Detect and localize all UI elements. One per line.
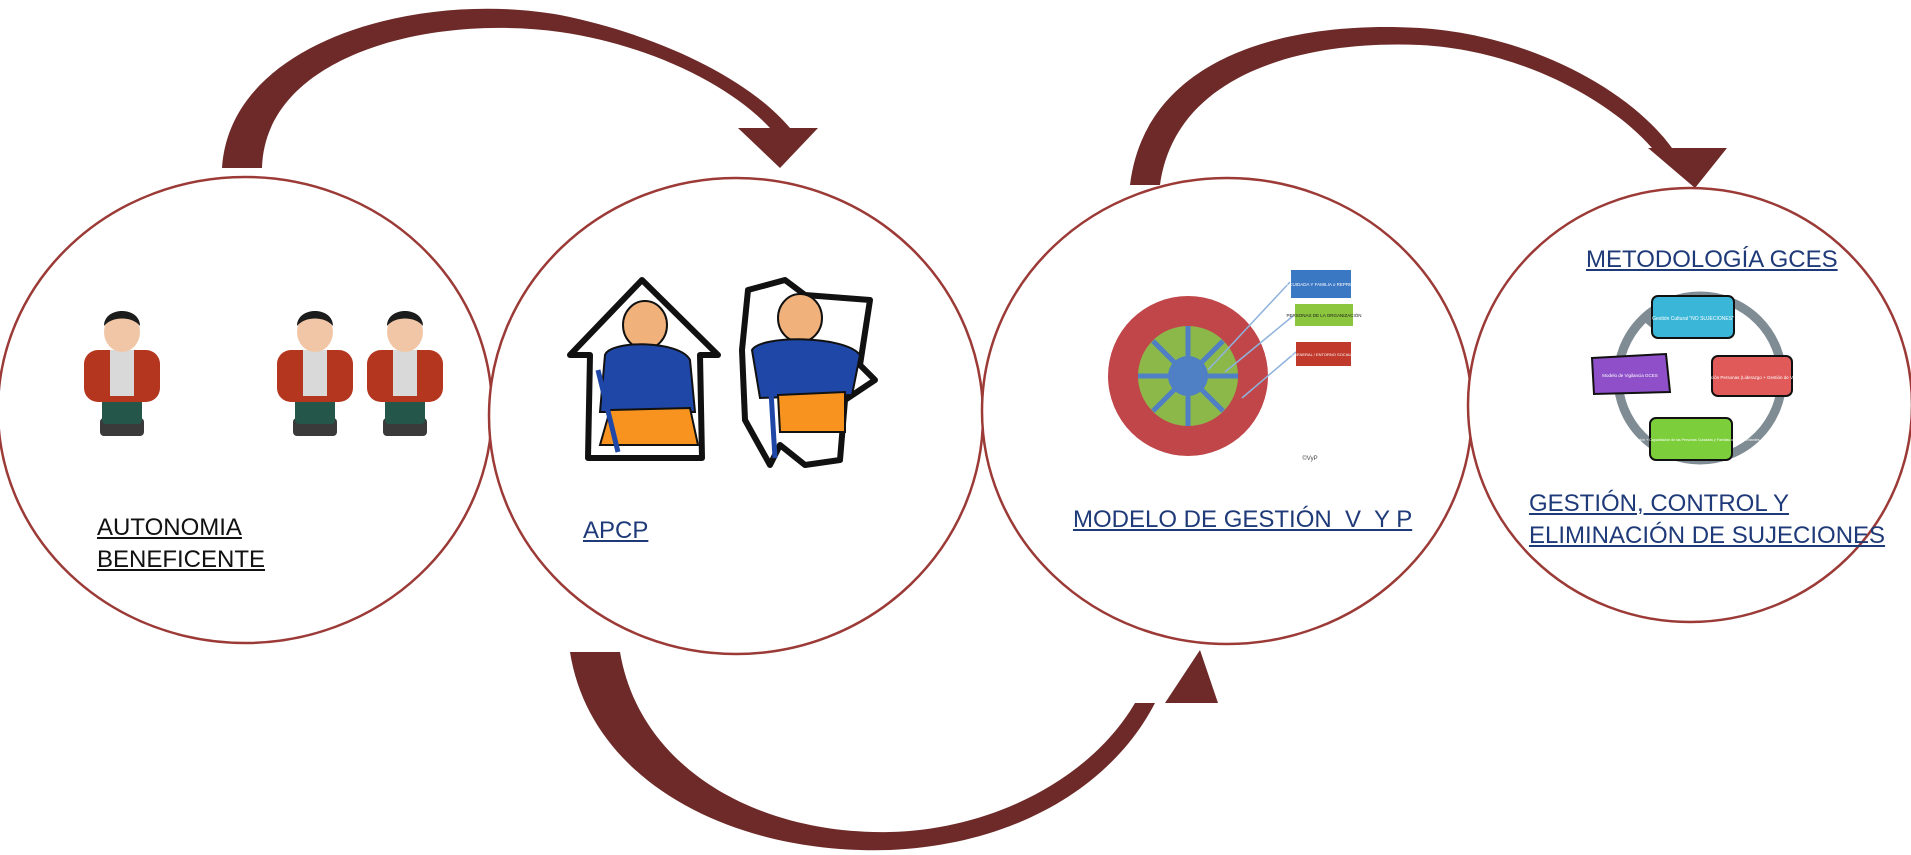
model-footnote: ©VyP — [1302, 455, 1317, 462]
gces-cycle-diagram: Gestión Cultural "NO SUJECIONES" Motivac… — [1590, 291, 1807, 465]
gces-step-motivacion — [1711, 355, 1793, 397]
elderly-man-house-icon — [567, 277, 878, 468]
model-box-persona-cuidada-text: PERSONA CUIDADA Y FAMILIA o REPRESENTANT… — [1266, 282, 1376, 287]
link-metodologia-gces[interactable]: METODOLOGÍA GCES — [1586, 246, 1838, 273]
link-modelo-gestion[interactable]: MODELO DE GESTIÓN V Y P — [1073, 506, 1413, 533]
gces-step-vigilancia-text: Modelo de Vigilancia GCES — [1602, 373, 1657, 378]
gces-step-vigilancia — [1590, 352, 1672, 396]
link-gestion-control-line-2: ELIMINACIÓN DE SUJECIONES — [1529, 522, 1886, 549]
management-model-diagram: PERSONA CUIDADA Y FAMILIA o REPRESENTANT… — [1108, 270, 1381, 462]
label-autonomia-line-2: BENEFICENTE — [97, 546, 266, 573]
gces-step-gestion-cultural — [1651, 295, 1735, 339]
flow-arrow-3-to-4 — [1130, 27, 1727, 188]
circle-gces — [1466, 186, 1911, 624]
link-gestion-control[interactable]: GESTIÓN, CONTROL Y ELIMINACIÓN DE SUJECI… — [1529, 488, 1885, 552]
gces-step-motivacion-text: Motivación Personas (Liderazgo + Gestión… — [1698, 375, 1807, 380]
link-gestion-control-line-1: GESTIÓN, CONTROL Y — [1529, 490, 1790, 517]
model-box-sociedad-text: SOCIEDAD EN GENERAL / ENTORNO SOCIAL Y C… — [1265, 352, 1381, 357]
model-box-personas-organizacion — [1295, 304, 1353, 326]
three-figurine-people-icon — [84, 311, 443, 436]
link-apcp[interactable]: APCP — [583, 517, 649, 544]
circle-apcp — [487, 176, 985, 656]
person-figurine-icon — [84, 311, 160, 436]
gces-step-comunicacion — [1649, 417, 1733, 461]
person-figurine-icon — [367, 311, 443, 436]
gces-step-gestion-cultural-text: Gestión Cultural "NO SUJECIONES" — [1652, 316, 1734, 322]
flow-arrow-2-to-3 — [570, 650, 1218, 851]
label-autonomia: AUTONOMIA BENEFICENTE — [97, 512, 265, 576]
model-box-sociedad — [1296, 342, 1351, 366]
model-box-personas-organizacion-text: PERSONAS DE LA ORGANIZACIÓN — [1286, 312, 1361, 318]
flow-arrow-1-to-2 — [222, 8, 818, 168]
person-figurine-icon — [277, 311, 353, 436]
gces-step-comunicacion-text: Comunicación + Capacitación de las Perso… — [1622, 438, 1759, 442]
label-autonomia-line-1: AUTONOMIA — [97, 514, 242, 541]
model-box-persona-cuidada — [1291, 270, 1351, 298]
